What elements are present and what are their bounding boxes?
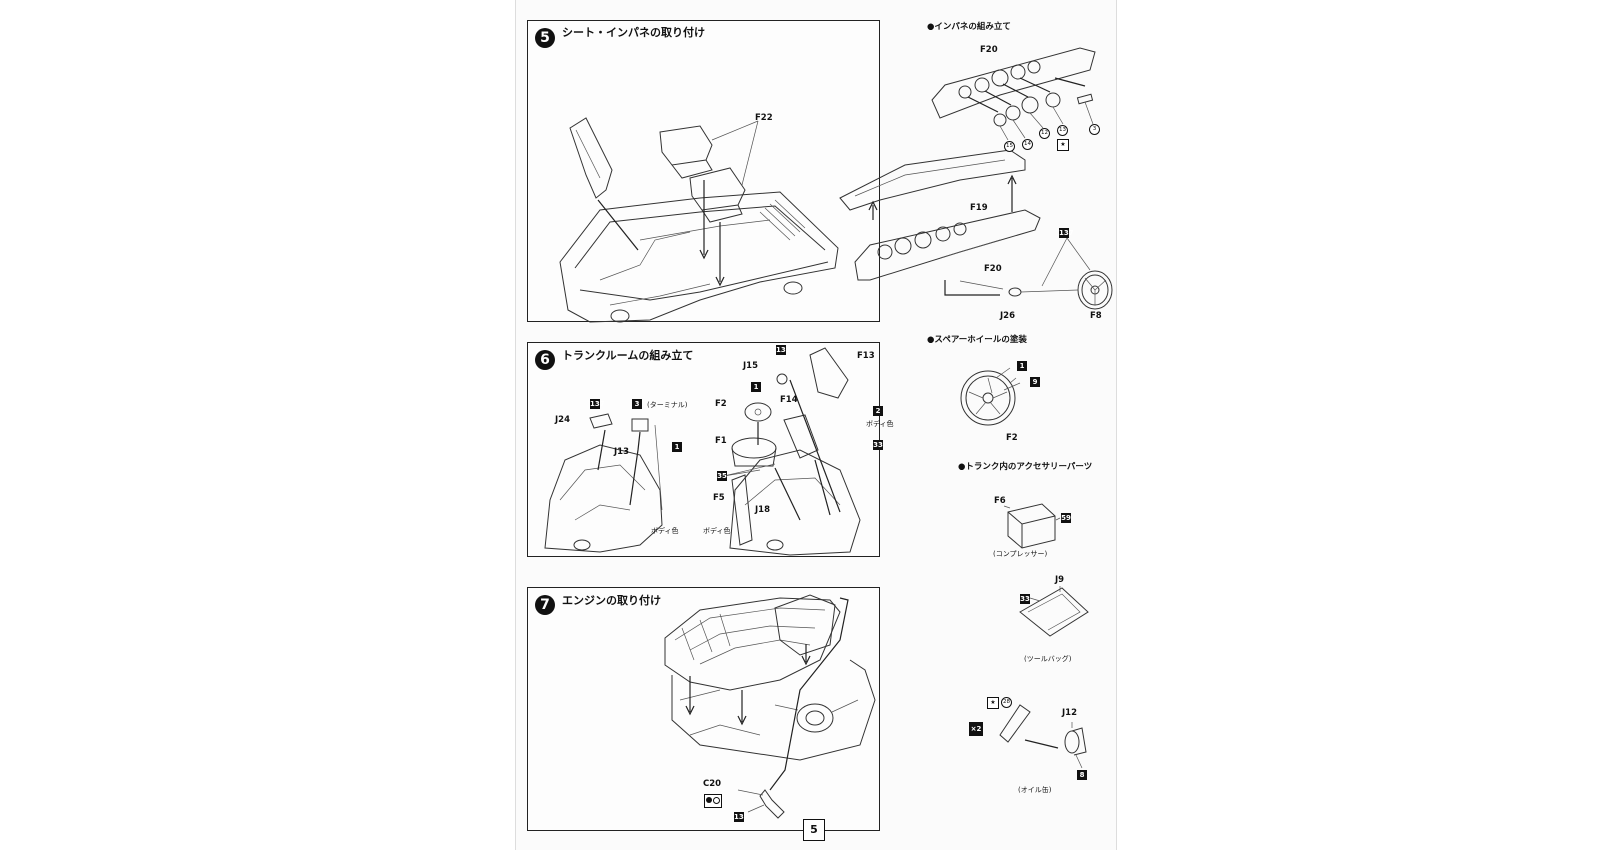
step-7-panel xyxy=(527,587,880,831)
code-2-box: 2 xyxy=(873,406,883,416)
page-number: 5 xyxy=(803,819,825,841)
j24-label: J24 xyxy=(555,415,570,425)
c20-paint-mix-icon xyxy=(704,794,722,808)
dash-f20-label: F20 xyxy=(980,45,998,55)
f22-label: F22 xyxy=(755,113,773,123)
part-3-circle: 3 xyxy=(1089,124,1100,135)
spare-code-9-box: 9 xyxy=(1030,377,1040,387)
star-code-box: ★ xyxy=(1057,139,1069,151)
part-14-circle: 14 xyxy=(1022,139,1033,150)
code-35-box: 35 xyxy=(717,471,727,481)
part-15-circle: 15 xyxy=(1004,141,1015,152)
f19-label: F19 xyxy=(970,203,988,213)
step-5-badge: 5 xyxy=(535,28,555,48)
part-13-circle: 13 xyxy=(1057,125,1068,136)
f5-label: F5 xyxy=(713,493,725,503)
code-1-box-j13: 1 xyxy=(672,442,682,452)
oilcan-x2-box: ×2 xyxy=(969,722,983,736)
j18-label: J18 xyxy=(755,505,770,515)
step-7-title: エンジンの取り付け xyxy=(562,594,661,607)
compressor-f6-label: F6 xyxy=(994,496,1006,506)
j15-label: J15 xyxy=(743,361,758,371)
f2-label-step6: F2 xyxy=(715,399,727,409)
c20-label: C20 xyxy=(703,779,722,789)
toolbag-j9-label: J9 xyxy=(1055,575,1065,585)
step7-code-137-box: 137 xyxy=(734,812,749,822)
spare-wheel-title: ●スペアーホイールの塗装 xyxy=(927,335,1027,345)
f20-label: F20 xyxy=(984,264,1002,274)
step-6-panel xyxy=(527,342,880,557)
step-6-badge: 6 xyxy=(535,350,555,370)
oilcan-star-box: ★ xyxy=(987,697,999,709)
oilcan-code-28-circle: 28 xyxy=(1001,697,1012,708)
spare-f2-label: F2 xyxy=(1006,433,1018,443)
toolbag-caption: (ツールバッグ) xyxy=(1024,655,1072,663)
j26-label: J26 xyxy=(1000,311,1015,321)
code-1-box-j15: 1 xyxy=(751,382,761,392)
f1-label: F1 xyxy=(715,436,727,446)
oilcan-code-8-box: 8 xyxy=(1077,770,1087,780)
body-color-note-c: ボディ色 xyxy=(703,527,731,535)
f13-label: F13 xyxy=(857,351,875,361)
step-5-title: シート・インパネの取り付け xyxy=(562,26,705,39)
toolbag-code-33-box: 33 xyxy=(1020,594,1030,604)
f8-label: F8 xyxy=(1090,311,1102,321)
code-137-box: 137 xyxy=(1059,228,1074,238)
part-12-circle: 12 xyxy=(1039,128,1050,139)
step-6-title: トランクルームの組み立て xyxy=(562,349,694,362)
trunk-accessories-title: ●トランク内のアクセサリーパーツ xyxy=(958,462,1093,472)
j13-label: J13 xyxy=(614,447,629,457)
body-color-note-b: ボディ色 xyxy=(866,420,894,428)
step-5-panel xyxy=(527,20,880,322)
code-137-box-j24: 137 xyxy=(590,399,605,409)
step-7-badge: 7 xyxy=(535,595,555,615)
code-3-box: 3 xyxy=(632,399,642,409)
oilcan-j12-label: J12 xyxy=(1062,708,1077,718)
dash-assembly-title: ●インパネの組み立て xyxy=(927,22,1011,32)
mix-dot-black-icon xyxy=(706,797,712,803)
compressor-code-59-box: 59 xyxy=(1061,513,1071,523)
spare-code-1-box: 1 xyxy=(1017,361,1027,371)
mix-dot-white-icon xyxy=(713,797,720,804)
body-color-note-a: ボディ色 xyxy=(651,527,679,535)
compressor-caption: (コンプレッサー) xyxy=(993,550,1048,558)
f14-label: F14 xyxy=(780,395,798,405)
code-33-box: 33 xyxy=(873,440,883,450)
code-137-box-j15: 137 xyxy=(776,345,791,355)
oilcan-caption: (オイル缶) xyxy=(1018,786,1052,794)
terminal-note: (ターミナル) xyxy=(647,401,688,409)
